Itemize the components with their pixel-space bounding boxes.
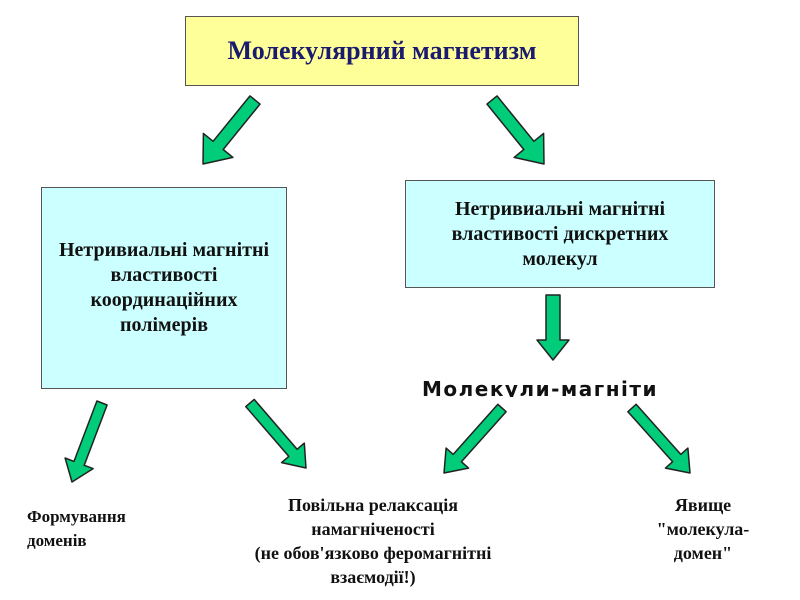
leaf-line: (не обов'язково феромагнітні: [254, 543, 492, 563]
arrow-to-coordination-polymers: [202, 95, 261, 165]
node-coordination-polymers: Нетривиальні магнітні властивості коорди…: [41, 187, 287, 389]
leaf-line: намагніченості: [311, 519, 435, 539]
diagram-title: Молекулярний магнетизм: [227, 36, 537, 65]
leaf-line: Явище: [674, 495, 732, 515]
leaf-line: Повільна релаксація: [287, 495, 459, 515]
arrow-to-slow-relaxation-left: [245, 398, 307, 469]
leaf-line: домен": [673, 543, 733, 563]
leaf-molecule-domain: Явище "молекула- домен": [628, 493, 778, 565]
arrow-to-single-molecule-magnets: [536, 294, 570, 361]
arrow-to-discrete-molecules: [486, 95, 545, 165]
node-coordination-polymers-label: Нетривиальні магнітні властивості коорди…: [58, 239, 270, 336]
leaf-line: доменів: [27, 531, 87, 550]
arrow-to-domain-formation: [64, 400, 108, 483]
node-discrete-molecules-label: Нетривиальні магнітні властивості дискре…: [451, 197, 669, 270]
node-discrete-molecules: Нетривиальні магнітні властивості дискре…: [405, 180, 715, 288]
arrow-to-slow-relaxation-right: [443, 403, 507, 474]
leaf-slow-relaxation: Повільна релаксація намагніченості (не о…: [218, 493, 528, 589]
single-molecule-magnets-label: Молекули-магніти: [421, 377, 658, 397]
leaf-line: взаємодії!): [330, 567, 416, 587]
leaf-line: Формування: [27, 507, 126, 526]
title-box: Молекулярний магнетизм: [185, 16, 579, 86]
leaf-line: "молекула-: [656, 519, 750, 539]
arrow-to-molecule-domain: [627, 403, 691, 474]
leaf-domain-formation: Формування доменів: [27, 505, 187, 553]
